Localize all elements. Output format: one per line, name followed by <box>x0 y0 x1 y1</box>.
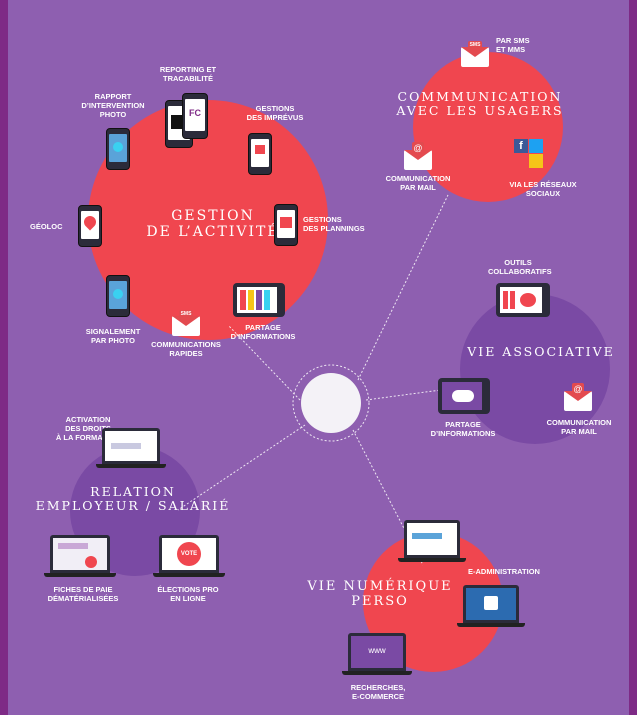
fiches-laptop-icon <box>44 535 116 577</box>
calendar-icon <box>280 217 292 228</box>
camera-lens-icon <box>113 142 123 152</box>
label-fiches: FICHES DE PAIE DÉMATÉRIALISÉES <box>47 585 119 603</box>
binder-icon-2 <box>248 290 254 310</box>
recherches-laptop-icon: www <box>342 633 412 675</box>
fc-logo-icon: FC <box>185 99 205 131</box>
at-tag-2: @ <box>572 383 584 395</box>
title-gestion: GESTION DE L’ACTIVITÉ <box>146 208 280 241</box>
title-associative: VIE ASSOCIATIVE <box>467 344 615 359</box>
mail-envelope-icon-2: @ <box>564 383 592 411</box>
site-logo-icon <box>111 443 141 449</box>
label-communications-rapides: COMMUNICATIONS RAPIDES <box>151 340 221 358</box>
binder-icon-6 <box>510 291 515 309</box>
sms-envelope-icon: SMS <box>172 310 200 336</box>
label-plannings: GESTIONS DES PLANNINGS <box>303 215 365 233</box>
reporting-phone-icon-2: FC <box>182 93 208 139</box>
qr-code-icon <box>171 115 185 129</box>
camera-lens-icon-2 <box>113 289 123 299</box>
title-numerique: VIE NUMÉRIQUE PERSO <box>307 579 453 609</box>
label-geoloc: GÉOLOC <box>30 222 63 231</box>
www-icon: www <box>351 636 403 668</box>
communication-circle <box>413 52 563 202</box>
connector-lines <box>177 194 479 566</box>
website-logo-icon <box>412 533 442 539</box>
people-icon <box>520 293 536 307</box>
label-elections: ÉLECTIONS PRO EN LIGNE <box>157 585 219 603</box>
partage-tablet-icon-2 <box>438 378 490 414</box>
sms-tag: SMS <box>179 310 193 319</box>
elections-laptop-icon: VOTE <box>153 535 225 577</box>
snapchat-icon <box>529 154 543 168</box>
binder-icon-4 <box>264 290 270 310</box>
facebook-icon: f <box>514 139 528 153</box>
imprevus-phone-icon <box>248 133 272 175</box>
label-outils: OUTILS COLLABORATIFS <box>488 258 552 276</box>
associative-circle <box>460 294 610 444</box>
label-rapport: RAPPORT D’INTERVENTION PHOTO <box>81 92 145 119</box>
infographic-canvas: GESTION DE L’ACTIVITÉ COMMMUNICATION AVE… <box>8 0 629 715</box>
binder-icon-5 <box>503 291 508 309</box>
label-reporting: REPORTING ET TRACABILITÉ <box>159 65 217 83</box>
signalement-phone-icon <box>106 275 130 317</box>
at-tag: @ <box>412 142 424 154</box>
plannings-phone-icon <box>274 204 298 246</box>
sms-mms-envelope-icon: SMS <box>461 41 489 67</box>
sms-tag-2: SMS <box>468 41 482 50</box>
outils-tablet-icon <box>496 283 550 317</box>
label-mail-2: COMMUNICATION PAR MAIL <box>546 418 612 436</box>
label-imprevus: GESTIONS DES IMPRÉVUS <box>246 104 304 122</box>
binder-icon <box>240 290 246 310</box>
label-eadmin: E-ADMINISTRATION <box>468 567 540 576</box>
label-recherches: RECHERCHES, E-COMMERCE <box>350 683 406 701</box>
euro-icon <box>85 556 97 568</box>
map-pin-icon <box>81 213 99 231</box>
calendar-alert-icon <box>255 145 265 154</box>
activation-laptop-icon <box>96 428 166 468</box>
twitter-icon <box>529 139 543 153</box>
eadmin-laptop-icon <box>457 585 525 627</box>
title-relation: RELATION EMPLOYEUR / SALARIÉ <box>35 484 231 514</box>
label-partage-1: PARTAGE D’INFORMATIONS <box>230 323 296 341</box>
cloud-icon <box>452 390 474 402</box>
label-sms: PAR SMS ET MMS <box>496 36 530 54</box>
payslip-line-icon <box>58 543 88 549</box>
label-signalement: SIGNALEMENT PAR PHOTO <box>85 327 141 345</box>
partage-tablet-icon <box>233 283 285 317</box>
geoloc-phone-icon <box>78 205 102 247</box>
label-mail-1: COMMUNICATION PAR MAIL <box>385 174 451 192</box>
label-reseaux: VIA LES RÉSEAUX SOCIAUX <box>509 180 577 198</box>
title-communication: COMMMUNICATION AVEC LES USAGERS <box>396 89 564 119</box>
numerique-laptop-icon-1 <box>398 520 466 562</box>
label-activation: ACTIVATION DES DROITS À LA FORMATION <box>55 415 121 442</box>
mail-envelope-icon: @ <box>404 142 432 170</box>
vote-icon: VOTE <box>177 542 201 566</box>
label-partage-2: PARTAGE D’INFORMATIONS <box>430 420 496 438</box>
government-seal-icon <box>484 596 498 610</box>
center-hub <box>301 373 361 433</box>
binder-icon-3 <box>256 290 262 310</box>
rapport-phone-icon <box>106 128 130 170</box>
